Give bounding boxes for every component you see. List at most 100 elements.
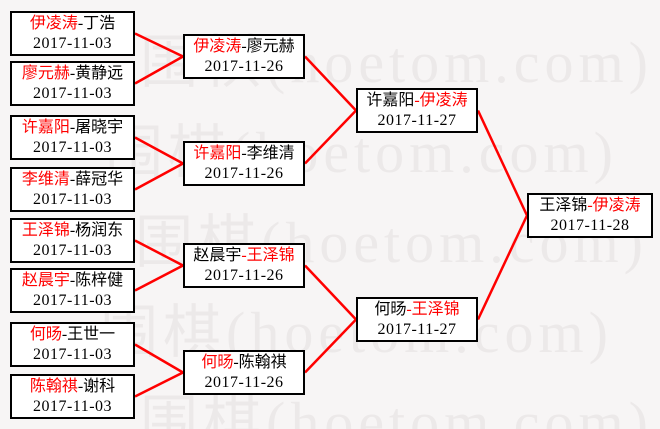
match-date: 2017-11-03 (32, 397, 113, 415)
match-players: 伊凌涛-丁浩 (30, 14, 115, 34)
player1-name: 何旸 (374, 300, 407, 318)
match-box[interactable]: 赵晨宇-陈梓健 2017-11-03 (10, 268, 135, 313)
player2-name: 李维清 (246, 144, 295, 162)
player2-name: 杨润东 (75, 221, 124, 239)
player2-name: 丁浩 (83, 14, 116, 32)
match-players: 陈翰祺-谢科 (30, 377, 115, 397)
match-date: 2017-11-03 (32, 84, 113, 102)
match-separator: - (241, 246, 247, 264)
match-date: 2017-11-28 (550, 216, 630, 234)
match-separator: - (69, 271, 76, 289)
match-players: 何旸-王泽锦 (374, 300, 459, 320)
match-separator: - (414, 91, 420, 109)
connector-line (134, 371, 184, 398)
player2-name: 陈梓健 (75, 271, 124, 289)
match-separator: - (69, 64, 76, 82)
player2-name: 伊凌涛 (419, 91, 468, 109)
match-separator: - (77, 377, 84, 395)
match-players: 许嘉阳-李维清 (193, 144, 294, 164)
match-separator: - (241, 144, 247, 162)
match-date: 2017-11-03 (32, 34, 113, 52)
player2-name: 伊凌涛 (592, 196, 641, 214)
match-players: 廖元赫-黄静远 (22, 64, 123, 84)
match-separator: - (233, 353, 239, 371)
match-separator: - (69, 221, 76, 239)
match-date: 2017-11-26 (204, 57, 284, 75)
player2-name: 王世一 (67, 325, 116, 343)
player2-name: 薛冠华 (75, 170, 124, 188)
connector-line (134, 162, 184, 191)
player1-name: 王泽锦 (21, 221, 70, 239)
match-players: 何旸-陈翰祺 (201, 353, 286, 373)
player2-name: 黄静远 (75, 64, 124, 82)
player1-name: 赵晨宇 (193, 246, 242, 264)
player1-name: 赵晨宇 (21, 271, 70, 289)
match-date: 2017-11-26 (204, 164, 284, 182)
connector-line (304, 318, 357, 374)
player1-name: 李维清 (21, 170, 70, 188)
match-separator: - (406, 300, 412, 318)
connector-line (134, 32, 184, 58)
player2-name: 王泽锦 (246, 246, 295, 264)
match-separator: - (69, 170, 76, 188)
connector-line (134, 55, 184, 85)
player1-name: 廖元赫 (21, 64, 70, 82)
connector-line (134, 136, 184, 165)
player1-name: 何旸 (29, 325, 62, 343)
match-players: 赵晨宇-王泽锦 (193, 246, 294, 266)
match-players: 许嘉阳-伊凌涛 (366, 91, 467, 111)
match-players: 王泽锦-伊凌涛 (539, 196, 640, 216)
match-separator: - (77, 14, 84, 32)
player1-name: 王泽锦 (539, 196, 588, 214)
connector-line (134, 343, 184, 374)
connector-line (476, 214, 529, 321)
player2-name: 谢科 (83, 377, 116, 395)
match-players: 许嘉阳-屠晓宇 (22, 118, 123, 138)
match-date: 2017-11-03 (32, 190, 113, 208)
match-players: 伊凌涛-廖元赫 (193, 37, 294, 57)
connector-line (134, 239, 184, 267)
match-date: 2017-11-03 (32, 241, 113, 259)
match-date: 2017-11-27 (377, 111, 457, 129)
match-date: 2017-11-26 (204, 266, 284, 284)
player1-name: 何旸 (201, 353, 234, 371)
player1-name: 伊凌涛 (29, 14, 78, 32)
player2-name: 王泽锦 (411, 300, 460, 318)
connector-line (476, 109, 529, 217)
player2-name: 廖元赫 (246, 37, 295, 55)
match-separator: - (69, 118, 76, 136)
match-players: 李维清-薛冠华 (22, 170, 123, 190)
match-separator: - (61, 325, 68, 343)
player2-name: 陈翰祺 (238, 353, 287, 371)
player1-name: 陈翰祺 (29, 377, 78, 395)
connector-line (304, 109, 357, 165)
match-date: 2017-11-03 (32, 291, 113, 309)
match-date: 2017-11-03 (32, 345, 113, 363)
connector-line (134, 264, 184, 292)
player1-name: 许嘉阳 (21, 118, 70, 136)
match-players: 何旸-王世一 (30, 325, 115, 345)
match-players: 王泽锦-杨润东 (22, 221, 123, 241)
match-date: 2017-11-03 (32, 138, 113, 156)
match-date: 2017-11-27 (377, 320, 457, 338)
watermark-text: 围棋(hoetom.com) (140, 390, 653, 429)
match-separator: - (587, 196, 593, 214)
match-separator: - (241, 37, 247, 55)
player1-name: 许嘉阳 (366, 91, 415, 109)
